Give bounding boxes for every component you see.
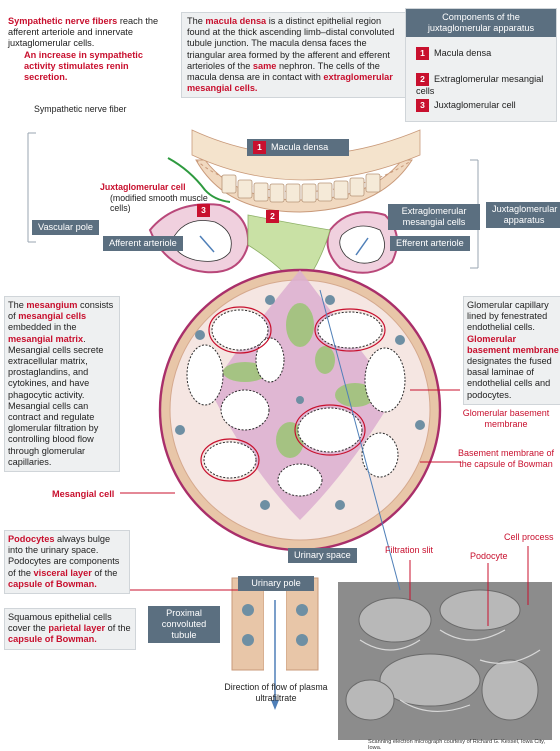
mes-matrix: mesangial matrix [8,333,84,344]
micrograph-credit: Scanning electron micrograph courtesy of… [368,739,546,751]
pod-t2: of the [91,567,118,578]
jga-legend: Components of the juxtaglomerular appara… [405,8,557,122]
flow-label: Direction of flow of plasma ultrafiltrat… [224,682,328,703]
mes-t4: . Mesangial cells secrete extracellular … [8,333,104,467]
macula-tag-label: Macula densa [271,141,329,152]
sq-t1: Squamous epithelial cells cover the [8,612,112,634]
pod-t1: always bulge into the urinary space. Pod… [8,534,120,578]
glom-cap-text: Glomerular capillary lined by fenestrate… [467,300,549,333]
vascular-pole-tag: Vascular pole [32,220,99,235]
gbm-term: Glomerular basement membrane [467,333,559,355]
extraglomerular-tag: Extraglomerular mesangial cells [388,204,480,230]
jga-tag: Juxtaglomerular apparatus [486,202,560,228]
mes-num-badge: 2 [266,210,279,223]
gbm-label: Glomerular basement membrane [462,408,550,429]
legend-item-1: 1 Macula densa [416,47,491,60]
legend-num-3: 3 [416,99,429,112]
podocyte-label: Podocyte [470,551,508,561]
legend-label-1: Macula densa [434,47,492,58]
gbm-desc: designates the fused basal laminae of en… [467,356,552,400]
mesangium-note: The mesangium consists of mesangial cell… [4,296,120,473]
podocytes-note: Podocytes always bulge into the urinary … [4,530,130,595]
pod-term: Podocytes [8,534,55,544]
jg-cell-title: Juxtaglomerular cell [100,182,186,192]
renin-note: An increase in sympathetic activity stim… [24,49,143,83]
mes-t2: consists of [8,300,114,322]
pod-visceral: visceral layer [33,567,92,578]
md-text-3: nephron. The cells of the macula densa a… [187,60,380,83]
md-text-1: The [187,16,206,26]
mes-t1: The [8,300,27,310]
legend-num-2: 2 [416,73,429,86]
sq-t2: of the [105,623,131,634]
legend-label-2: Extraglomerular mesangial cells [416,73,544,96]
md-text-2: is a distinct epithelial region found at… [187,16,395,71]
legend-num-1: 1 [416,47,429,60]
sympathetic-note: Sympathetic nerve fibers reach the affer… [8,16,168,83]
urinary-pole-tag: Urinary pole [238,576,314,591]
sympathetic-term: Sympathetic nerve fibers [8,16,118,26]
macula-densa-tag: 1 Macula densa [247,139,349,156]
sq-capsule: capsule of Bowman. [8,634,97,645]
legend-item-3: 3 Juxtaglomerular cell [416,99,516,112]
filtration-slit-label: Filtration slit [385,545,434,555]
mes-cells: mesangial cells [18,311,87,322]
macula-num: 1 [253,141,266,154]
md-term: macula densa [205,16,267,26]
jg-cell-label: Juxtaglomerular cell (modified smooth mu… [100,182,210,214]
legend-title: Components of the juxtaglomerular appara… [406,9,556,37]
jg-num-badge: 3 [197,204,210,217]
bowman-bm-label: Basement membrane of the capsule of Bowm… [457,448,555,469]
sq-parietal: parietal layer [48,623,106,634]
urinary-space-tag: Urinary space [288,548,357,563]
sympathetic-fiber-label: Sympathetic nerve fiber [34,104,127,114]
sympathetic-desc: reach the afferent arteriole and innerva… [8,16,159,49]
legend-label-3: Juxtaglomerular cell [434,99,516,110]
efferent-tag: Efferent arteriole [390,236,470,251]
proximal-tubule-tag: Proximal convoluted tubule [148,606,220,643]
mes-t3: embedded in the [8,322,77,333]
afferent-tag: Afferent arteriole [103,236,183,251]
pod-capsule: capsule of Bowman. [8,578,97,589]
md-egm: extraglomerular mesangial cells. [187,72,393,94]
mes-term: mesangium [26,300,78,310]
squamous-note: Squamous epithelial cells cover the pari… [4,608,136,650]
macula-densa-note: The macula densa is a distinct epithelia… [181,12,408,99]
cell-process-label: Cell process [504,532,554,542]
md-same: same [252,60,277,71]
mesangial-cell-label: Mesangial cell [52,489,115,499]
jg-cell-sub: (modified smooth muscle cells) [110,192,208,214]
glomerular-capillary-note: Glomerular capillary lined by fenestrate… [463,296,560,405]
